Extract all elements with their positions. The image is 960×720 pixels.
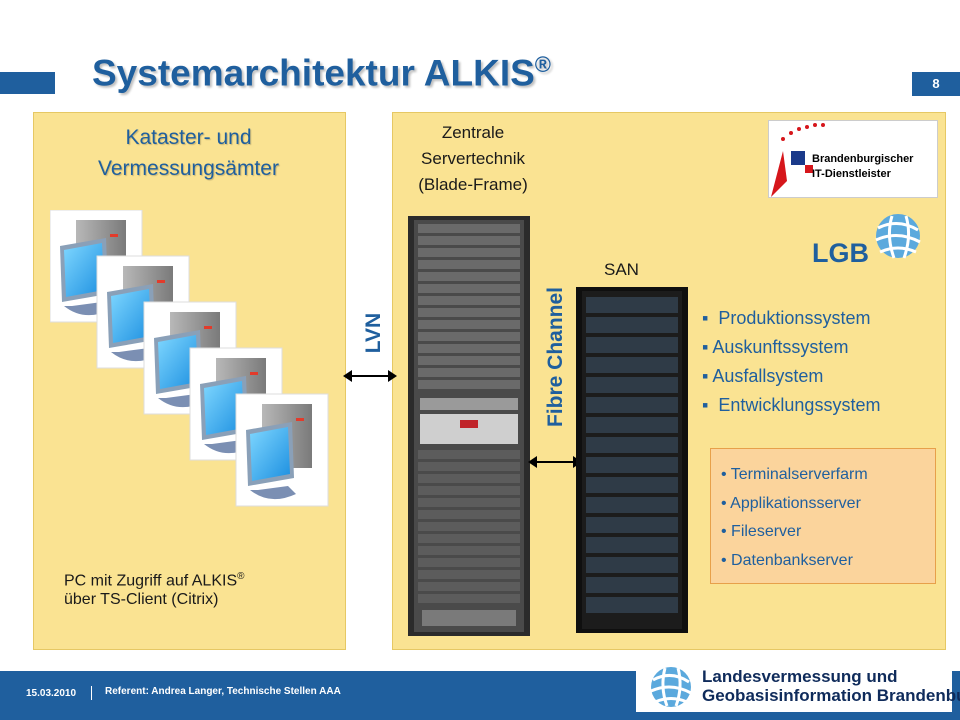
san-storage-image xyxy=(576,287,688,633)
footer-date: 15.03.2010 xyxy=(26,688,77,699)
system-list-item: ▪ Auskunftssystem xyxy=(702,337,849,357)
pc-stack-image xyxy=(50,210,329,507)
lgb-logo-text: LGB xyxy=(812,238,869,268)
san-label: SAN xyxy=(604,260,639,279)
server-list-box: • Terminalserverfarm • Applikationsserve… xyxy=(710,448,936,584)
fibre-channel-double-arrow xyxy=(528,456,582,468)
server-list-item: • Datenbankserver xyxy=(721,551,853,569)
page-number: 8 xyxy=(912,72,960,96)
footer-divider xyxy=(91,686,92,700)
lvn-double-arrow xyxy=(343,370,397,382)
lgb-footer-globe-icon xyxy=(650,667,692,707)
server-caption: Zentrale Servertechnik (Blade-Frame) xyxy=(418,123,528,194)
server-list-item: • Applikationsserver xyxy=(721,494,861,512)
footer-referent: Referent: Andrea Langer, Technische Stel… xyxy=(105,686,341,697)
server-list-item: • Terminalserverfarm xyxy=(721,466,868,483)
blade-frame-rack-image xyxy=(408,216,530,636)
bitd-logo-text: Brandenburgischer IT-Dienstleister xyxy=(812,153,914,180)
fibre-channel-label: Fibre Channel xyxy=(544,286,567,428)
lvn-label: LVN xyxy=(362,312,385,354)
bitd-logo xyxy=(768,120,938,198)
lgb-globe-icon xyxy=(875,214,921,259)
system-list-item: ▪ Produktionssystem xyxy=(702,308,871,328)
server-list-item: • Fileserver xyxy=(721,523,802,540)
slide-title: Systemarchitektur ALKIS® xyxy=(92,52,551,94)
title-accent-bar xyxy=(0,72,55,94)
system-list: ▪ Produktionssystem ▪ Auskunftssystem ▪ … xyxy=(702,304,880,420)
system-list-item: ▪ Ausfallsystem xyxy=(702,366,824,386)
pc-caption: PC mit Zugriff auf ALKIS® über TS-Client… xyxy=(64,571,245,609)
left-panel-heading: Kataster- und Vermessungsämter xyxy=(98,126,279,180)
system-list-item: ▪ Entwicklungssystem xyxy=(702,395,881,415)
organization-name: Landesvermessung und Geobasisinformation… xyxy=(702,667,960,705)
bitd-logo-mark-icon xyxy=(771,123,825,197)
